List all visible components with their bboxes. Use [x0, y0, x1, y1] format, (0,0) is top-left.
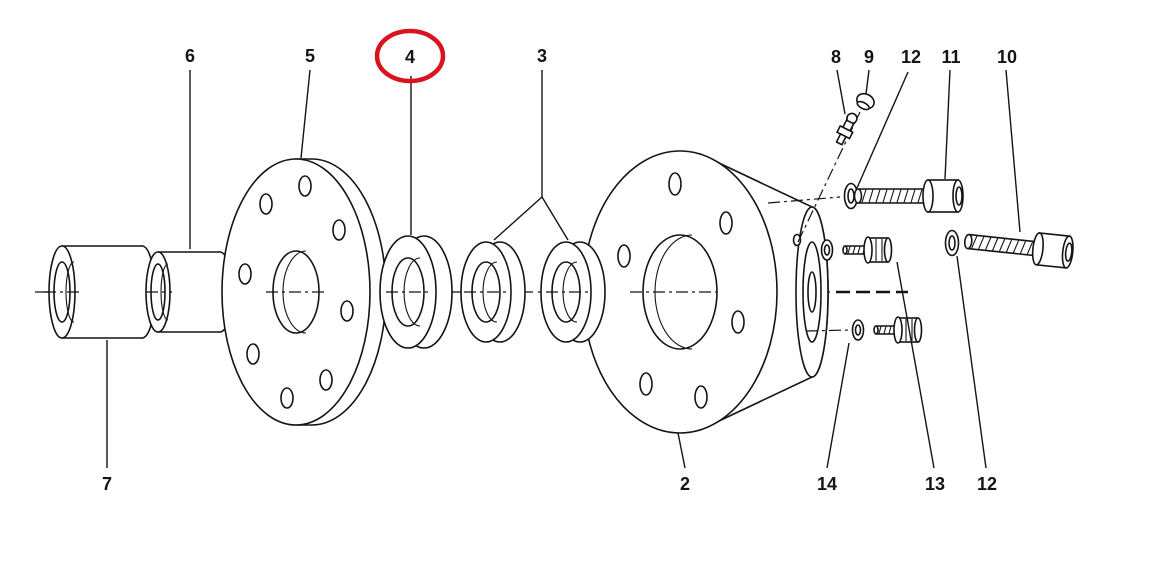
leader-line-5: [300, 69, 311, 159]
callout-7-label: 7: [102, 474, 112, 494]
callout-9-label: 9: [864, 47, 874, 67]
callout-3-label: 3: [537, 46, 547, 66]
leader-line-8: [836, 69, 846, 115]
part-11-socket-bolt: [853, 179, 964, 213]
leader-line-3-right: [541, 196, 569, 241]
part-5-flange: [221, 158, 387, 426]
callout-4-label: 4: [405, 47, 415, 67]
leader-line-10: [1005, 69, 1021, 233]
part-12-washer-upper: [843, 182, 859, 210]
leader-line-9: [865, 69, 870, 95]
lower-bolt-axis-centerline: [805, 329, 851, 332]
part-14-washer-upper: [820, 239, 834, 261]
leader-line-11: [944, 69, 951, 180]
part-13-hex-bolt-lower: [873, 316, 923, 344]
leader-line-13: [896, 261, 935, 469]
leader-line-12-upper: [856, 71, 909, 189]
callout-13-label: 13: [925, 474, 945, 494]
part-3-bearing-left: [460, 241, 526, 343]
part-8-grease-fitting: [835, 112, 858, 146]
callout-2-label: 2: [680, 474, 690, 494]
part-9-cap: [856, 92, 875, 111]
leader-lines: [106, 69, 1021, 469]
callout-12-upper-label: 12: [901, 47, 921, 67]
part-7-bushing: [48, 245, 156, 339]
part-14-washer-lower: [851, 319, 865, 341]
part-13-hex-bolt-upper: [842, 236, 893, 264]
part-4-spacer-ring: [379, 235, 453, 349]
part-12-washer-lower: [944, 229, 960, 257]
leader-line-14: [826, 342, 850, 469]
part-10-socket-bolt: [963, 232, 1074, 269]
leader-line-3-left: [493, 196, 543, 241]
callouts-bottom: 7 2 14 13 12: [102, 474, 997, 494]
callout-5-label: 5: [305, 46, 315, 66]
callout-11-label: 11: [941, 47, 960, 67]
leader-line-2: [677, 432, 686, 469]
callout-14-label: 14: [817, 474, 837, 494]
callout-10-label: 10: [997, 47, 1017, 67]
callout-8-label: 8: [831, 47, 841, 67]
callout-6-label: 6: [185, 46, 195, 66]
callout-12-lower-label: 12: [977, 474, 997, 494]
part-6-spacer-sleeve: [145, 251, 233, 333]
highlight-ellipse: [374, 28, 446, 84]
leader-line-12-lower: [956, 255, 987, 469]
callouts-top: 6 5 4 3 8 9 12 11 10: [185, 46, 1017, 67]
